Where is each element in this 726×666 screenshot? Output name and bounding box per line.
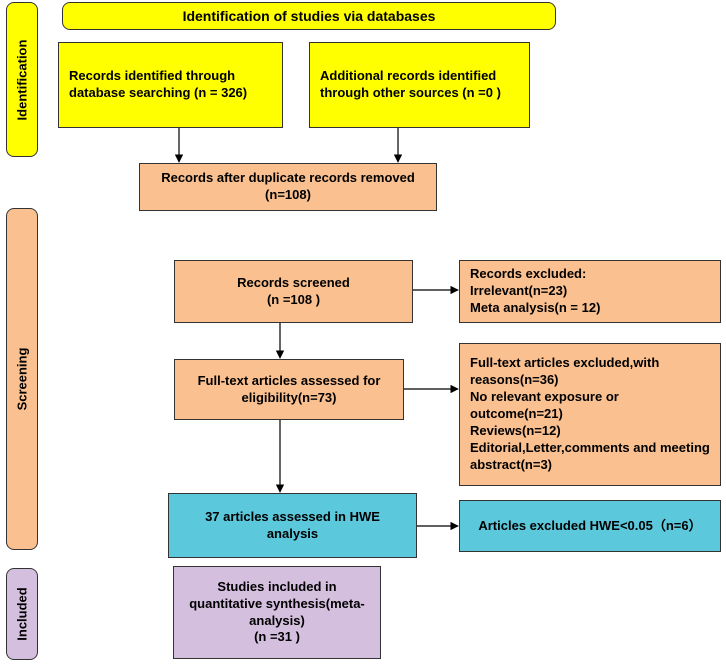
sidebar-identification: Identification xyxy=(6,2,38,157)
box-text-line: Meta analysis(n = 12) xyxy=(470,299,601,315)
box-text-line: Irrelevant(n=23) xyxy=(470,283,568,299)
box-text-line: Records screened xyxy=(237,274,350,290)
sidebar-screening: Screening xyxy=(6,208,38,550)
database-records-box: Records identified through database sear… xyxy=(58,42,283,128)
sidebar-screening-label: Screening xyxy=(14,347,30,411)
box-text-line: Records identified through xyxy=(69,68,236,84)
hwe-excluded-box: Articles excluded HWE<0.05（n=6） xyxy=(459,500,721,552)
fulltext-excluded-box: Full-text articles excluded,with reasons… xyxy=(459,343,721,486)
box-text-line: 37 articles assessed in HWE xyxy=(205,508,380,524)
box-text-line: through other sources (n =0 ) xyxy=(320,85,501,100)
box-text-line: Editorial,Letter,comments and meeting xyxy=(470,439,710,455)
box-text-line: Records after duplicate records removed xyxy=(161,170,415,186)
diagram-title-text: Identification of studies via databases xyxy=(182,7,436,24)
box-text-line: database searching (n = 326) xyxy=(69,85,248,100)
box-text-line: (n =108 ) xyxy=(266,291,321,307)
box-text-line: Records excluded: xyxy=(470,266,587,282)
box-text-line: outcome(n=21) xyxy=(470,406,563,422)
studies-included-box: Studies included in quantitative synthes… xyxy=(173,566,381,659)
sidebar-included: Included xyxy=(6,568,38,660)
box-text-line: analysis xyxy=(266,525,319,541)
after-duplicates-box: Records after duplicate records removed … xyxy=(139,163,437,211)
box-text-line: Full-text articles assessed for xyxy=(197,372,381,388)
fulltext-assessed-box: Full-text articles assessed for eligibil… xyxy=(174,359,404,420)
box-text-line: (n =31 ) xyxy=(254,629,300,645)
box-text-line: Additional records identified xyxy=(320,68,497,84)
records-screened-box: Records screened (n =108 ) xyxy=(174,260,413,323)
box-text-line: eligibility(n=73) xyxy=(241,389,337,405)
box-text-line: Full-text articles excluded,with xyxy=(470,355,660,371)
diagram-title: Identification of studies via databases xyxy=(62,2,556,30)
box-text-line: reasons(n=36) xyxy=(470,372,559,388)
box-text-line: No relevant exposure or xyxy=(470,389,619,405)
hwe-assessed-box: 37 articles assessed in HWE analysis xyxy=(168,493,417,558)
box-text-line: quantitative synthesis(meta- xyxy=(189,595,365,611)
other-records-box: Additional records identified through ot… xyxy=(309,42,530,128)
box-text-line: Reviews(n=12) xyxy=(470,422,561,438)
box-text-line: analysis) xyxy=(249,612,305,628)
sidebar-identification-label: Identification xyxy=(14,39,30,120)
sidebar-included-label: Included xyxy=(14,587,30,641)
box-text-line: Articles excluded HWE<0.05（n=6） xyxy=(478,517,702,533)
box-text-line: (n=108) xyxy=(265,187,311,202)
box-text-line: abstract(n=3) xyxy=(470,456,552,472)
box-text-line: Studies included in xyxy=(217,578,337,594)
records-excluded-box: Records excluded: Irrelevant(n=23) Meta … xyxy=(459,260,721,323)
